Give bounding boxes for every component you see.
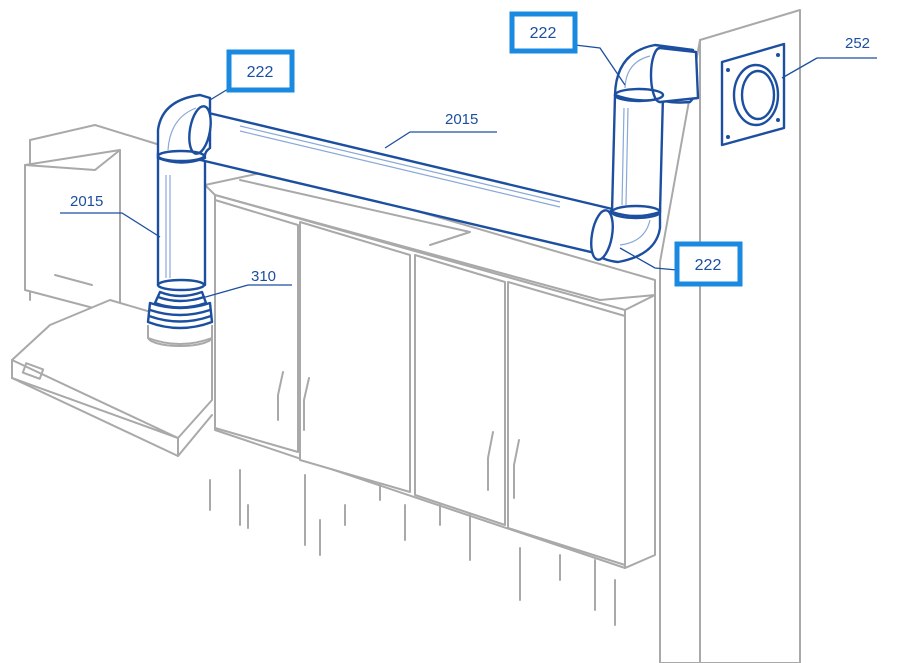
elbow-top-left [156, 93, 212, 164]
hood-adapter [146, 290, 214, 347]
label-222-top-right: 222 [530, 25, 557, 42]
label-252: 252 [845, 35, 870, 52]
elbow-lower-right [590, 206, 662, 264]
label-222-lower-right: 222 [695, 257, 722, 274]
leader-lines [60, 44, 877, 301]
elbow-top-right [613, 43, 700, 104]
label-2015-vertical: 2015 [70, 193, 103, 210]
wall-grille [720, 42, 786, 147]
upper-cabinet-left [24, 149, 121, 316]
label-310: 310 [251, 268, 276, 285]
label-222-top-left: 222 [247, 64, 274, 81]
label-box-222-top-left: 222 [226, 49, 295, 93]
label-2015-horizontal: 2015 [445, 111, 478, 128]
vertical-duct-right [610, 93, 665, 220]
cabinet-run [204, 169, 656, 626]
vertical-duct-left [156, 151, 207, 292]
label-box-222-lower-right: 222 [674, 241, 743, 287]
label-box-222-top-right: 222 [509, 11, 578, 54]
